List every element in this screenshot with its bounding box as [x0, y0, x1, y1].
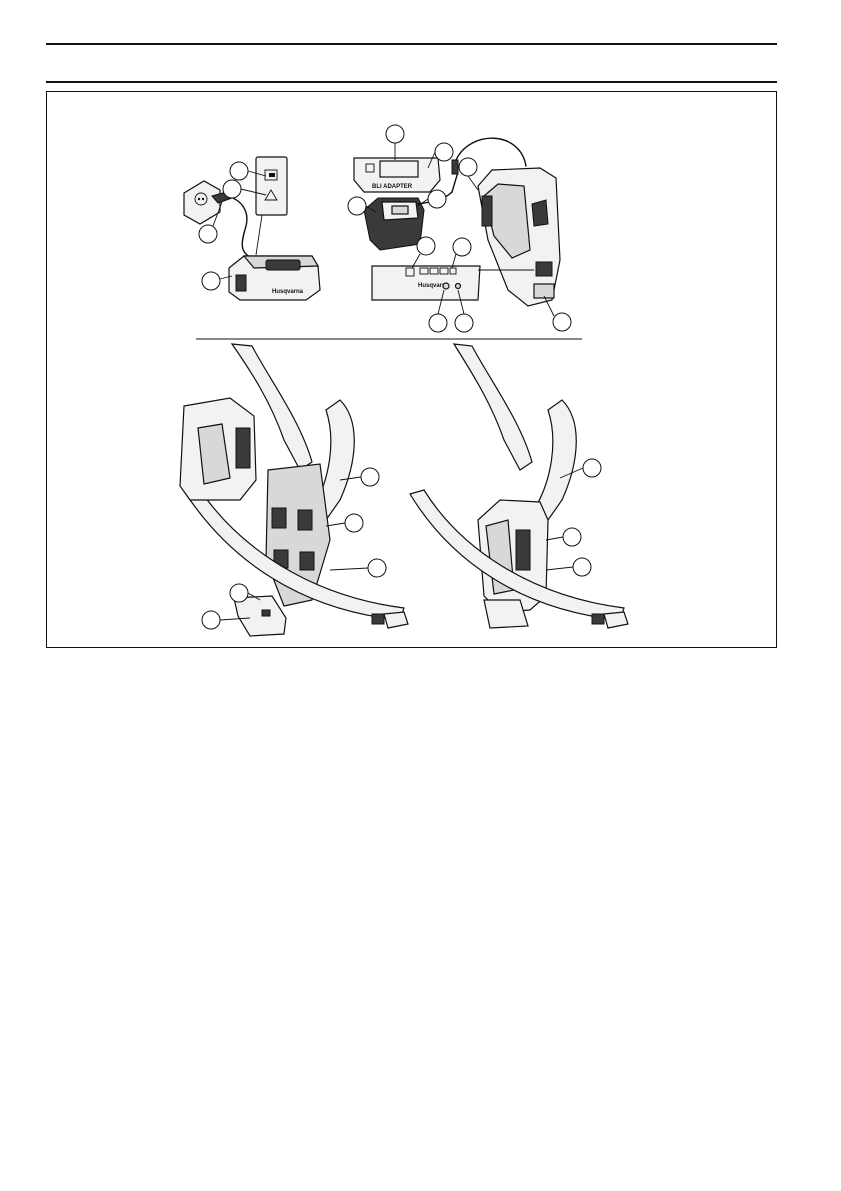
adapter-display-panel: BLI ADAPTER — [354, 158, 440, 192]
adapter-label-text: BLI ADAPTER — [372, 184, 413, 190]
figure-illustration: Husqvarna BLI ADAPTER Husqvarna — [0, 0, 841, 660]
charger-brand-text: Husqvarna — [272, 289, 304, 295]
charger-icon: Husqvarna — [229, 256, 320, 300]
backpack-battery-icon — [478, 168, 560, 306]
harness-left-icon — [180, 344, 408, 636]
power-plug-icon — [212, 192, 252, 258]
charger-indicator-panel — [256, 157, 287, 255]
battery-panel-detail: Husqvarna — [372, 266, 480, 300]
wall-outlet-icon — [184, 181, 220, 224]
harness-right-icon — [410, 344, 628, 628]
